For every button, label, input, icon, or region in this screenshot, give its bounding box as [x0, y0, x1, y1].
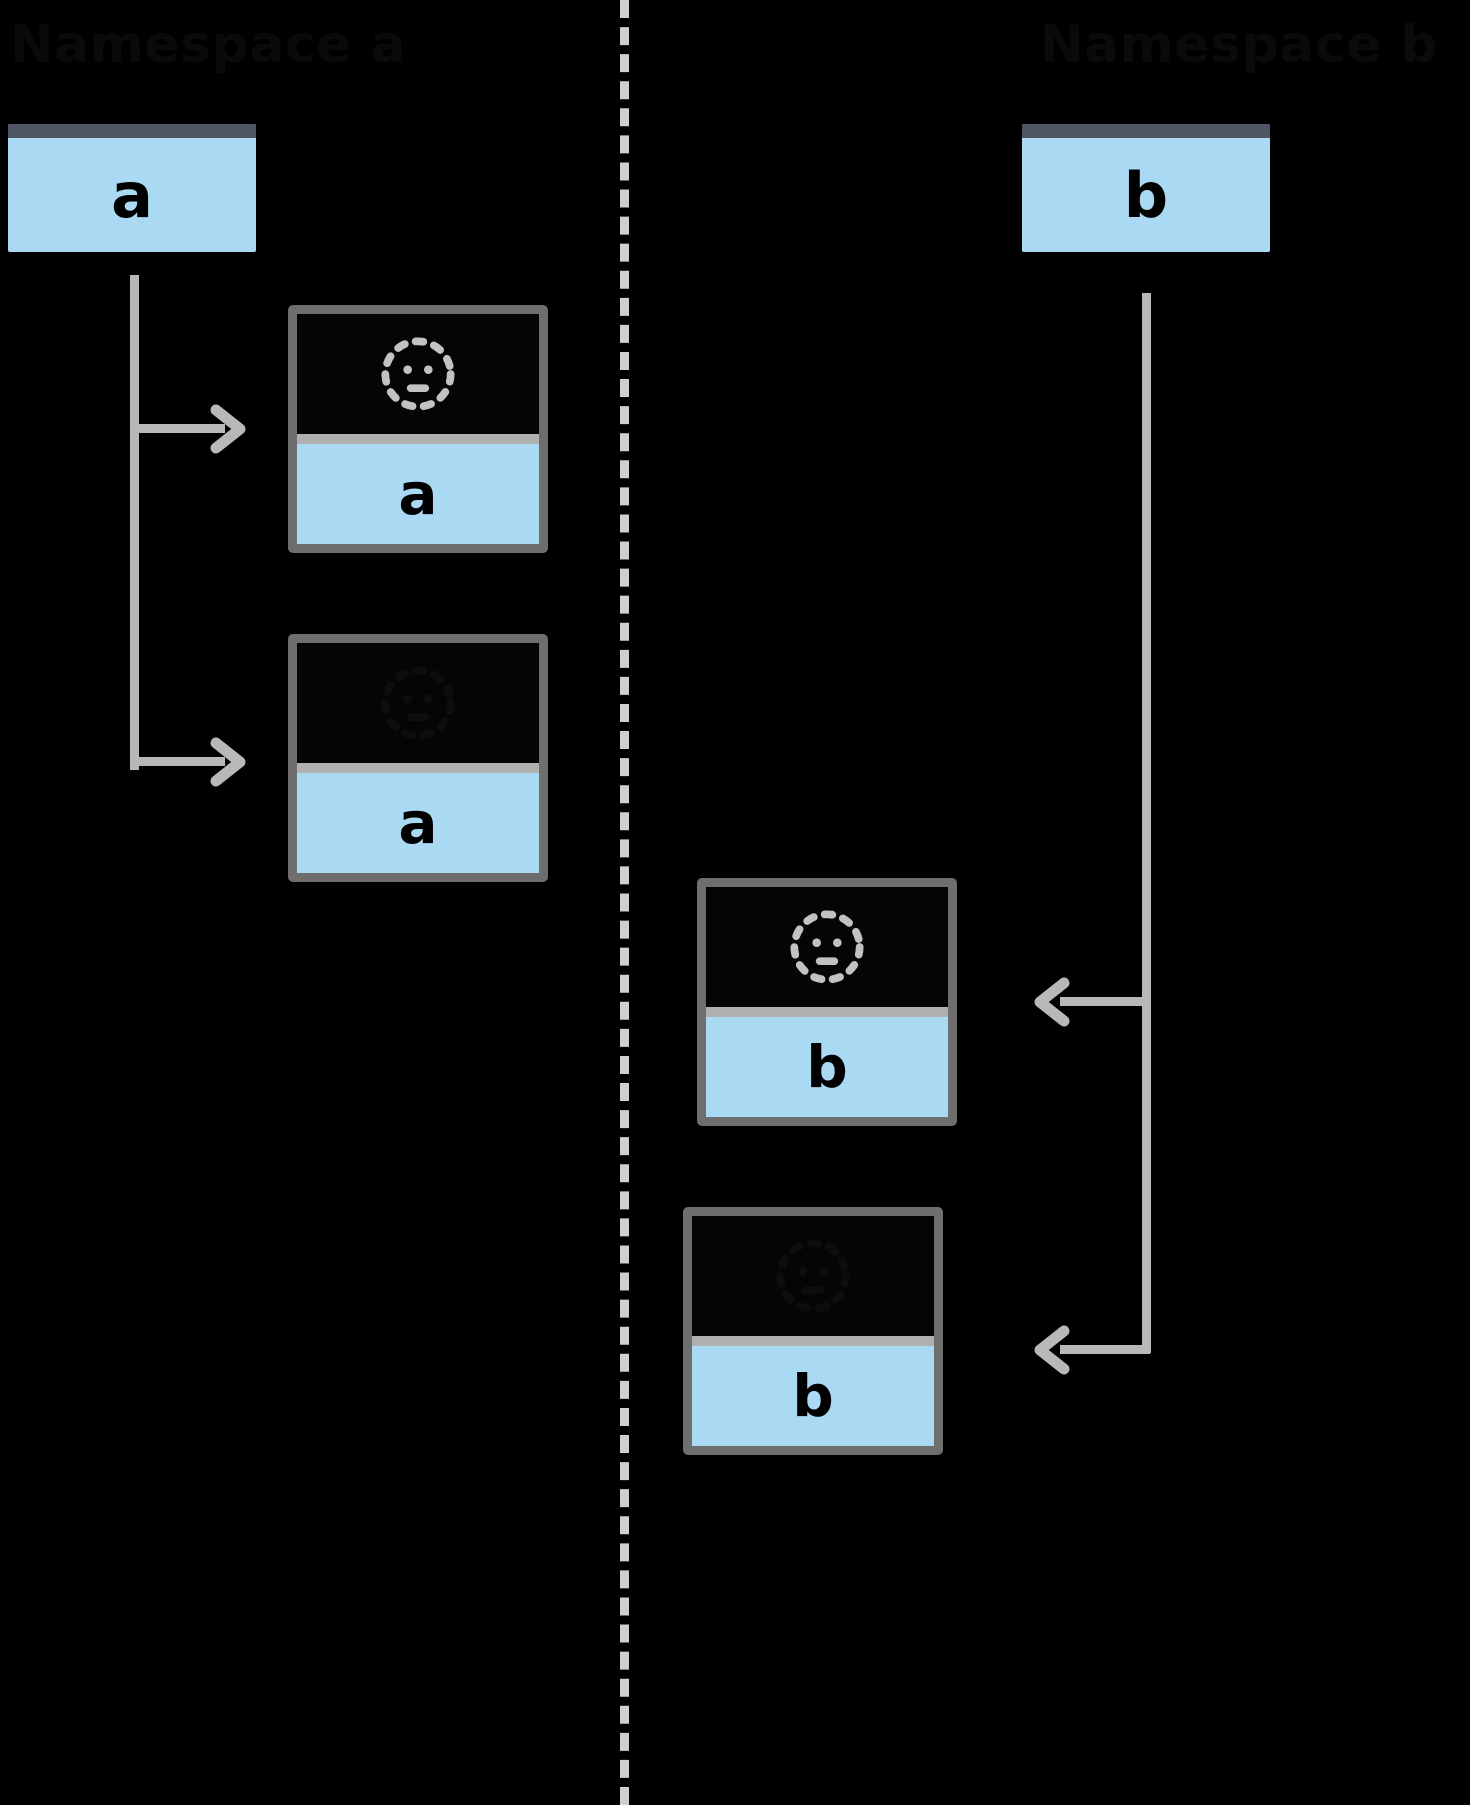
node-card-left-1-head	[297, 314, 539, 434]
dashed-circle-face-icon	[776, 1239, 850, 1313]
connector-right-trunk	[1142, 293, 1151, 1353]
node-card-left-2-separator	[297, 763, 539, 773]
node-card-left-2-label: a	[398, 789, 438, 857]
dashed-circle-face-icon	[790, 910, 864, 984]
node-card-left-2-foot: a	[297, 773, 539, 873]
node-card-left-2-head	[297, 643, 539, 763]
namespace-box-a[interactable]: a	[8, 124, 256, 252]
node-card-left-1-label: a	[398, 460, 438, 528]
node-card-right-2-head	[692, 1216, 934, 1336]
namespace-box-b[interactable]: b	[1022, 124, 1270, 252]
namespace-box-a-titlebar	[8, 124, 256, 138]
node-card-right-2-label: b	[792, 1362, 834, 1430]
namespace-box-a-label: a	[111, 158, 153, 232]
connector-left-trunk	[130, 275, 139, 770]
dashed-circle-face-icon	[381, 337, 455, 411]
dashed-circle-face-icon	[381, 666, 455, 740]
column-divider	[620, 0, 629, 1805]
arrowhead-right-branch-1-icon	[1034, 977, 1070, 1027]
arrowhead-left-branch-1-icon	[210, 404, 246, 454]
node-card-left-2[interactable]: a	[288, 634, 548, 882]
node-card-left-1-foot: a	[297, 444, 539, 544]
node-card-left-1-separator	[297, 434, 539, 444]
node-card-right-1-separator	[706, 1007, 948, 1017]
namespace-box-b-titlebar	[1022, 124, 1270, 138]
node-card-right-2-foot: b	[692, 1346, 934, 1446]
connector-left-branch-1	[130, 424, 225, 433]
connector-right-branch-1	[1060, 997, 1150, 1006]
arrowhead-right-branch-2-icon	[1034, 1325, 1070, 1375]
node-card-right-1-foot: b	[706, 1017, 948, 1117]
node-card-right-2[interactable]: b	[683, 1207, 943, 1455]
arrowhead-left-branch-2-icon	[210, 737, 246, 787]
node-card-right-1-head	[706, 887, 948, 1007]
node-card-right-1[interactable]: b	[697, 878, 957, 1126]
namespace-box-b-label: b	[1123, 158, 1169, 232]
node-card-right-2-separator	[692, 1336, 934, 1346]
connector-left-branch-2	[130, 757, 225, 766]
column-header-left: Namespace a	[10, 15, 407, 75]
node-card-right-1-label: b	[806, 1033, 848, 1101]
node-card-left-1[interactable]: a	[288, 305, 548, 553]
connector-right-branch-2	[1060, 1345, 1150, 1354]
column-header-right: Namespace b	[1040, 15, 1439, 75]
